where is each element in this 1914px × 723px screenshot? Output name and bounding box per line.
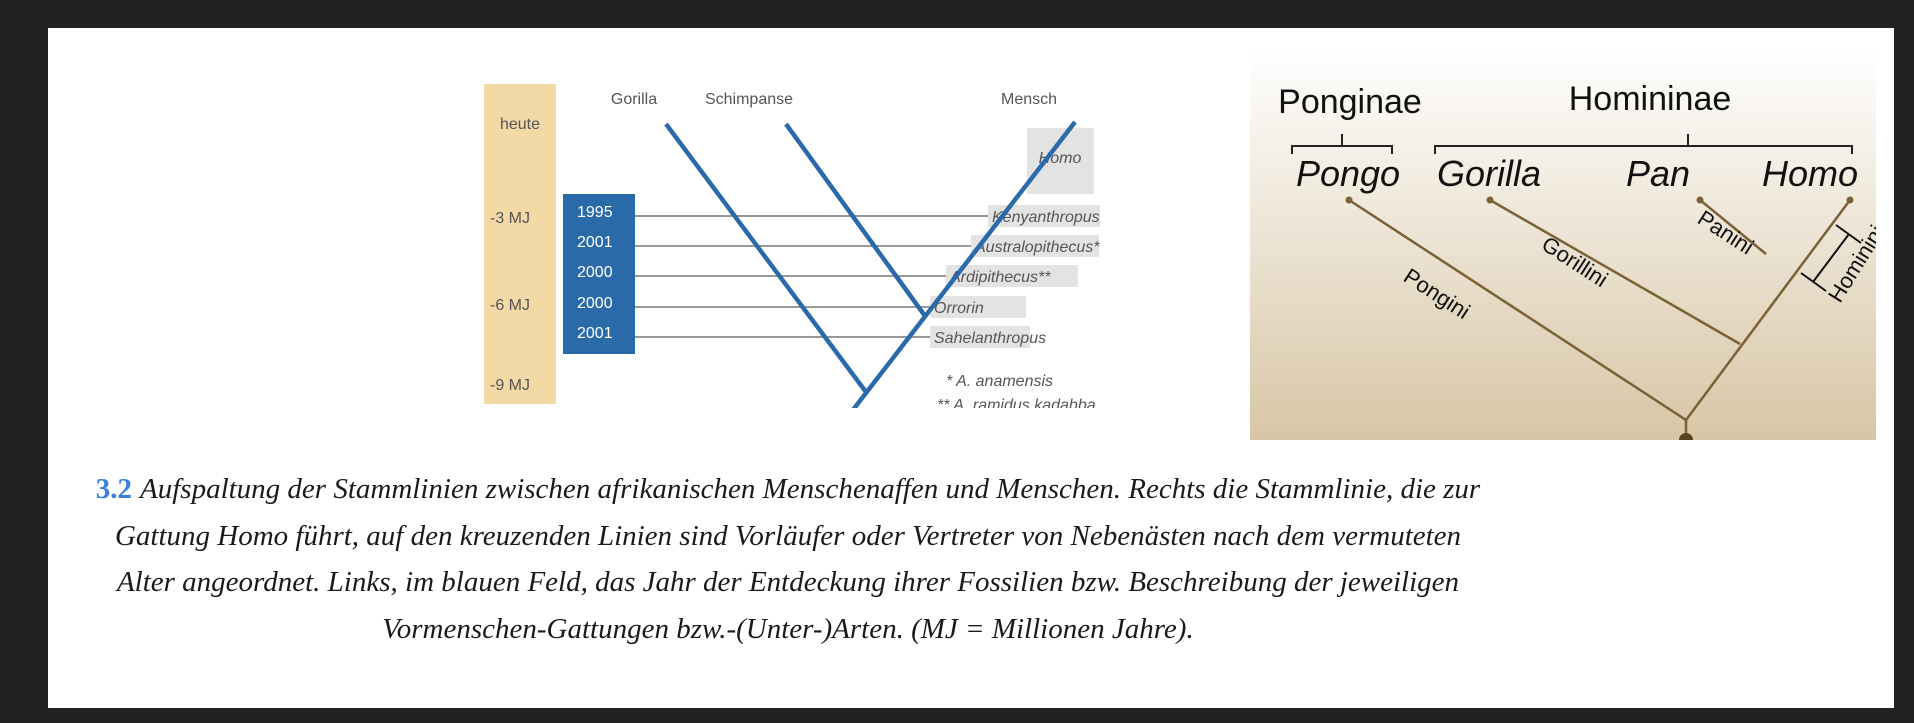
fossil-name: Kenyanthropus	[992, 209, 1100, 226]
year-label: 2000	[577, 264, 613, 281]
pan-branch	[1699, 199, 1767, 255]
year-label: 2001	[577, 234, 613, 251]
fossil-label-bg	[988, 205, 1100, 227]
page: heute -3 MJ -6 MJ -9 MJ 1995 2001 2000 2…	[48, 28, 1894, 708]
lineage-split-chart: heute -3 MJ -6 MJ -9 MJ 1995 2001 2000 2…	[484, 84, 1100, 408]
genus-homo: Homo	[1762, 153, 1858, 194]
genus-pan: Pan	[1626, 153, 1690, 194]
genus-gorilla: Gorilla	[1437, 153, 1541, 194]
fossil-name: Orrorin	[934, 300, 984, 317]
footnote: ** A. ramidus kadabba	[937, 397, 1096, 408]
hominini-bracket	[1800, 224, 1862, 292]
fossil-label-bg	[946, 265, 1078, 287]
time-label-9mj: -9 MJ	[490, 377, 530, 394]
subfamily-ponginae: Ponginae	[1278, 83, 1422, 121]
cladogram-background	[1250, 48, 1876, 440]
tip-node	[1486, 196, 1494, 204]
fossil-name: Ardipithecus**	[949, 269, 1051, 286]
tip-node	[1846, 196, 1854, 204]
pongo-branch	[1348, 198, 1687, 422]
time-label-3mj: -3 MJ	[490, 210, 530, 227]
fossil-label-bg	[971, 235, 1099, 257]
homo-stem	[1684, 199, 1852, 421]
fossil-label-bg	[930, 326, 1030, 348]
timeline-bar	[484, 84, 556, 404]
time-label-6mj: -6 MJ	[490, 297, 530, 314]
chimpanzee-branch	[784, 122, 927, 318]
gorilla-branch	[664, 122, 868, 394]
species-label-gorilla: Gorilla	[611, 91, 657, 108]
fossil-label-bg	[930, 296, 1026, 318]
subfamily-homininae: Homininae	[1569, 80, 1732, 118]
year-label: 2000	[577, 295, 613, 312]
species-label-human: Mensch	[1001, 91, 1057, 108]
human-branch	[851, 120, 1077, 408]
year-label: 1995	[577, 204, 613, 221]
cladogram: Ponginae Homininae Pongo Gorilla Pan Hom…	[1250, 48, 1876, 440]
discovery-year-box	[563, 194, 635, 354]
caption-text: Aufspaltung der Stammlinien zwischen afr…	[114, 473, 1481, 645]
fossil-name: Sahelanthropus	[934, 330, 1046, 347]
homininae-bracket	[1434, 145, 1853, 154]
year-label: 2001	[577, 325, 613, 342]
species-label-chimpanzee: Schimpanse	[705, 91, 793, 108]
fossil-name: Australopithecus*	[974, 239, 1100, 256]
footnote: * A. anamensis	[946, 373, 1053, 390]
genus-pongo: Pongo	[1296, 153, 1400, 194]
tip-node	[1696, 196, 1704, 204]
figure-number: 3.2	[95, 473, 133, 505]
gorilla-branch	[1489, 198, 1741, 346]
time-label-today: heute	[500, 116, 540, 133]
root-node	[1679, 433, 1693, 440]
tip-node	[1345, 196, 1353, 204]
